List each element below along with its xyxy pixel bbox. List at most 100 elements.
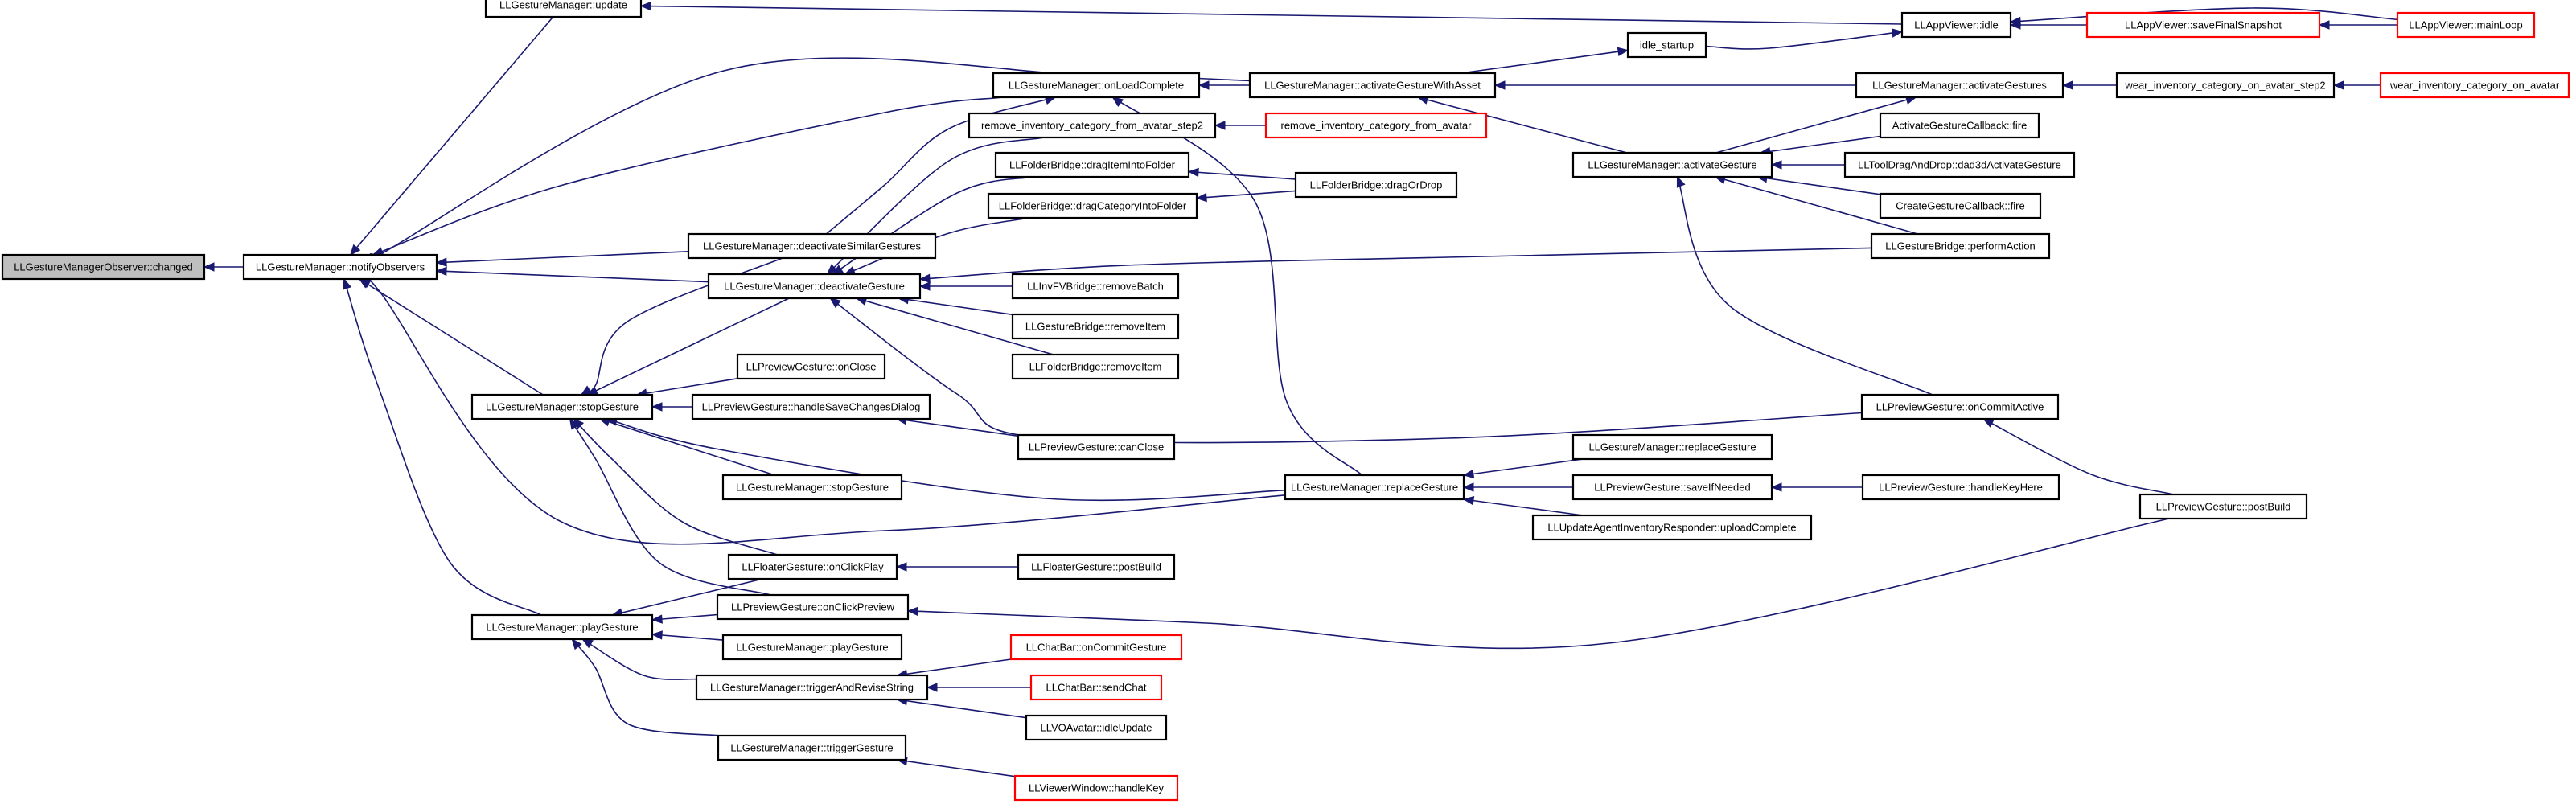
graph-node[interactable]: LLPreviewGesture::handleSaveChangesDialo… [691, 393, 931, 420]
graph-node[interactable]: LLInvFVBridge::removeBatch [1011, 273, 1180, 300]
graph-node[interactable]: LLGestureManager::activateGestures [1855, 72, 2064, 99]
graph-node[interactable]: LLGestureManager::triggerGesture [717, 734, 907, 761]
graph-node[interactable]: LLAppViewer::idle [1900, 11, 2012, 39]
graph-node[interactable]: LLGestureManager::replaceGesture [1284, 474, 1465, 501]
graph-node[interactable]: LLFloaterGesture::onClickPlay [727, 553, 898, 580]
graph-node[interactable]: LLPreviewGesture::handleKeyHere [1861, 474, 2060, 501]
graph-node[interactable]: LLFolderBridge::dragItemIntoFolder [994, 151, 1190, 178]
node-box[interactable] [1860, 393, 2060, 420]
node-box[interactable] [1531, 514, 1813, 541]
node-box[interactable] [1013, 774, 1179, 802]
graph-node[interactable]: LLToolDragAndDrop::dad3dActivateGesture [1843, 151, 2076, 178]
node-box[interactable] [1264, 112, 1488, 139]
node-box[interactable] [707, 273, 922, 300]
node-box[interactable] [716, 593, 910, 621]
node-box[interactable] [1011, 353, 1180, 380]
graph-node[interactable]: LLAppViewer::saveFinalSnapshot [2085, 11, 2321, 39]
node-box[interactable] [1571, 151, 1773, 178]
node-box[interactable] [1248, 72, 1497, 99]
graph-node[interactable]: LLGestureManager::deactivateSimilarGestu… [687, 232, 937, 260]
node-box[interactable] [470, 613, 654, 641]
graph-node[interactable]: LLGestureManager::activateGestureWithAss… [1248, 72, 1497, 99]
graph-node[interactable]: LLGestureManager::triggerAndReviseString [695, 674, 929, 701]
graph-node[interactable]: LLVOAvatar::idleUpdate [1025, 714, 1168, 741]
node-box[interactable] [736, 353, 886, 380]
node-box[interactable] [1843, 151, 2076, 178]
graph-node[interactable]: LLGestureManager::stopGesture [721, 474, 903, 501]
graph-node[interactable]: LLPreviewGesture::onCommitActive [1860, 393, 2060, 420]
node-box[interactable] [242, 253, 438, 281]
node-box[interactable] [1025, 714, 1168, 741]
graph-node[interactable]: LLGestureBridge::removeItem [1011, 313, 1180, 340]
node-box[interactable] [2115, 72, 2336, 99]
graph-node[interactable]: wear_inventory_category_on_avatar_step2 [2115, 72, 2336, 99]
graph-node[interactable]: CreateGestureCallback::fire [1879, 192, 2042, 219]
node-box[interactable] [2379, 72, 2570, 99]
node-box[interactable] [1009, 634, 1183, 661]
graph-node[interactable]: LLGestureManager::notifyObservers [242, 253, 438, 281]
graph-node[interactable]: LLGestureManager::activateGesture [1571, 151, 1773, 178]
node-box[interactable] [695, 674, 929, 701]
node-box[interactable] [721, 634, 903, 661]
node-box[interactable] [1870, 232, 2051, 260]
graph-node[interactable]: LLUpdateAgentInventoryResponder::uploadC… [1531, 514, 1813, 541]
node-box[interactable] [987, 192, 1198, 219]
node-box[interactable] [687, 232, 937, 260]
node-box[interactable] [1879, 112, 2040, 139]
graph-node[interactable]: LLPreviewGesture::postBuild [2138, 493, 2308, 520]
graph-node[interactable]: LLPreviewGesture::onClose [736, 353, 886, 380]
node-box[interactable] [484, 0, 643, 18]
graph-node[interactable]: LLGestureManager::onLoadComplete [992, 72, 1201, 99]
node-box[interactable] [1017, 433, 1176, 461]
node-box[interactable] [968, 112, 1217, 139]
graph-node[interactable]: idle_startup [1626, 31, 1707, 59]
node-box[interactable] [1855, 72, 2064, 99]
graph-node[interactable]: LLGestureManager::replaceGesture [1571, 433, 1773, 461]
graph-node[interactable]: LLChatBar::onCommitGesture [1009, 634, 1183, 661]
graph-node[interactable]: LLPreviewGesture::canClose [1017, 433, 1176, 461]
graph-node[interactable]: LLGestureManager::update [484, 0, 643, 18]
graph-node[interactable]: LLGestureBridge::performAction [1870, 232, 2051, 260]
graph-node[interactable]: ActivateGestureCallback::fire [1879, 112, 2040, 139]
node-box[interactable] [1011, 273, 1180, 300]
graph-node[interactable]: LLGestureManagerObserver::changed [1, 253, 206, 281]
graph-node[interactable]: remove_inventory_category_from_avatar_st… [968, 112, 1217, 139]
node-box[interactable] [2138, 493, 2308, 520]
graph-node[interactable]: LLFolderBridge::dragCategoryIntoFolder [987, 192, 1198, 219]
node-box[interactable] [727, 553, 898, 580]
node-box[interactable] [1029, 674, 1163, 701]
node-box[interactable] [1294, 171, 1458, 199]
node-box[interactable] [2085, 11, 2321, 39]
graph-node[interactable]: LLGestureManager::stopGesture [470, 393, 654, 420]
node-box[interactable] [691, 393, 931, 420]
node-box[interactable] [1861, 474, 2060, 501]
node-box[interactable] [1, 253, 206, 281]
node-box[interactable] [1571, 474, 1773, 501]
graph-node[interactable]: LLFolderBridge::dragOrDrop [1294, 171, 1458, 199]
node-box[interactable] [1017, 553, 1176, 580]
graph-node[interactable]: LLPreviewGesture::onClickPreview [716, 593, 910, 621]
graph-node[interactable]: LLFolderBridge::removeItem [1011, 353, 1180, 380]
node-box[interactable] [994, 151, 1190, 178]
graph-node[interactable]: LLFloaterGesture::postBuild [1017, 553, 1176, 580]
node-box[interactable] [1879, 192, 2042, 219]
graph-node[interactable]: wear_inventory_category_on_avatar [2379, 72, 2570, 99]
node-box[interactable] [1626, 31, 1707, 59]
node-box[interactable] [470, 393, 654, 420]
graph-node[interactable]: LLAppViewer::mainLoop [2396, 11, 2536, 39]
graph-node[interactable]: LLGestureManager::playGesture [721, 634, 903, 661]
node-box[interactable] [1571, 433, 1773, 461]
graph-node[interactable]: LLPreviewGesture::saveIfNeeded [1571, 474, 1773, 501]
graph-node[interactable]: LLGestureManager::deactivateGesture [707, 273, 922, 300]
node-box[interactable] [1284, 474, 1465, 501]
node-box[interactable] [721, 474, 903, 501]
graph-node[interactable]: remove_inventory_category_from_avatar [1264, 112, 1488, 139]
node-box[interactable] [2396, 11, 2536, 39]
graph-node[interactable]: LLViewerWindow::handleKey [1013, 774, 1179, 802]
graph-node[interactable]: LLGestureManager::playGesture [470, 613, 654, 641]
node-box[interactable] [1900, 11, 2012, 39]
node-box[interactable] [717, 734, 907, 761]
graph-node[interactable]: LLChatBar::sendChat [1029, 674, 1163, 701]
node-box[interactable] [1011, 313, 1180, 340]
node-box[interactable] [992, 72, 1201, 99]
